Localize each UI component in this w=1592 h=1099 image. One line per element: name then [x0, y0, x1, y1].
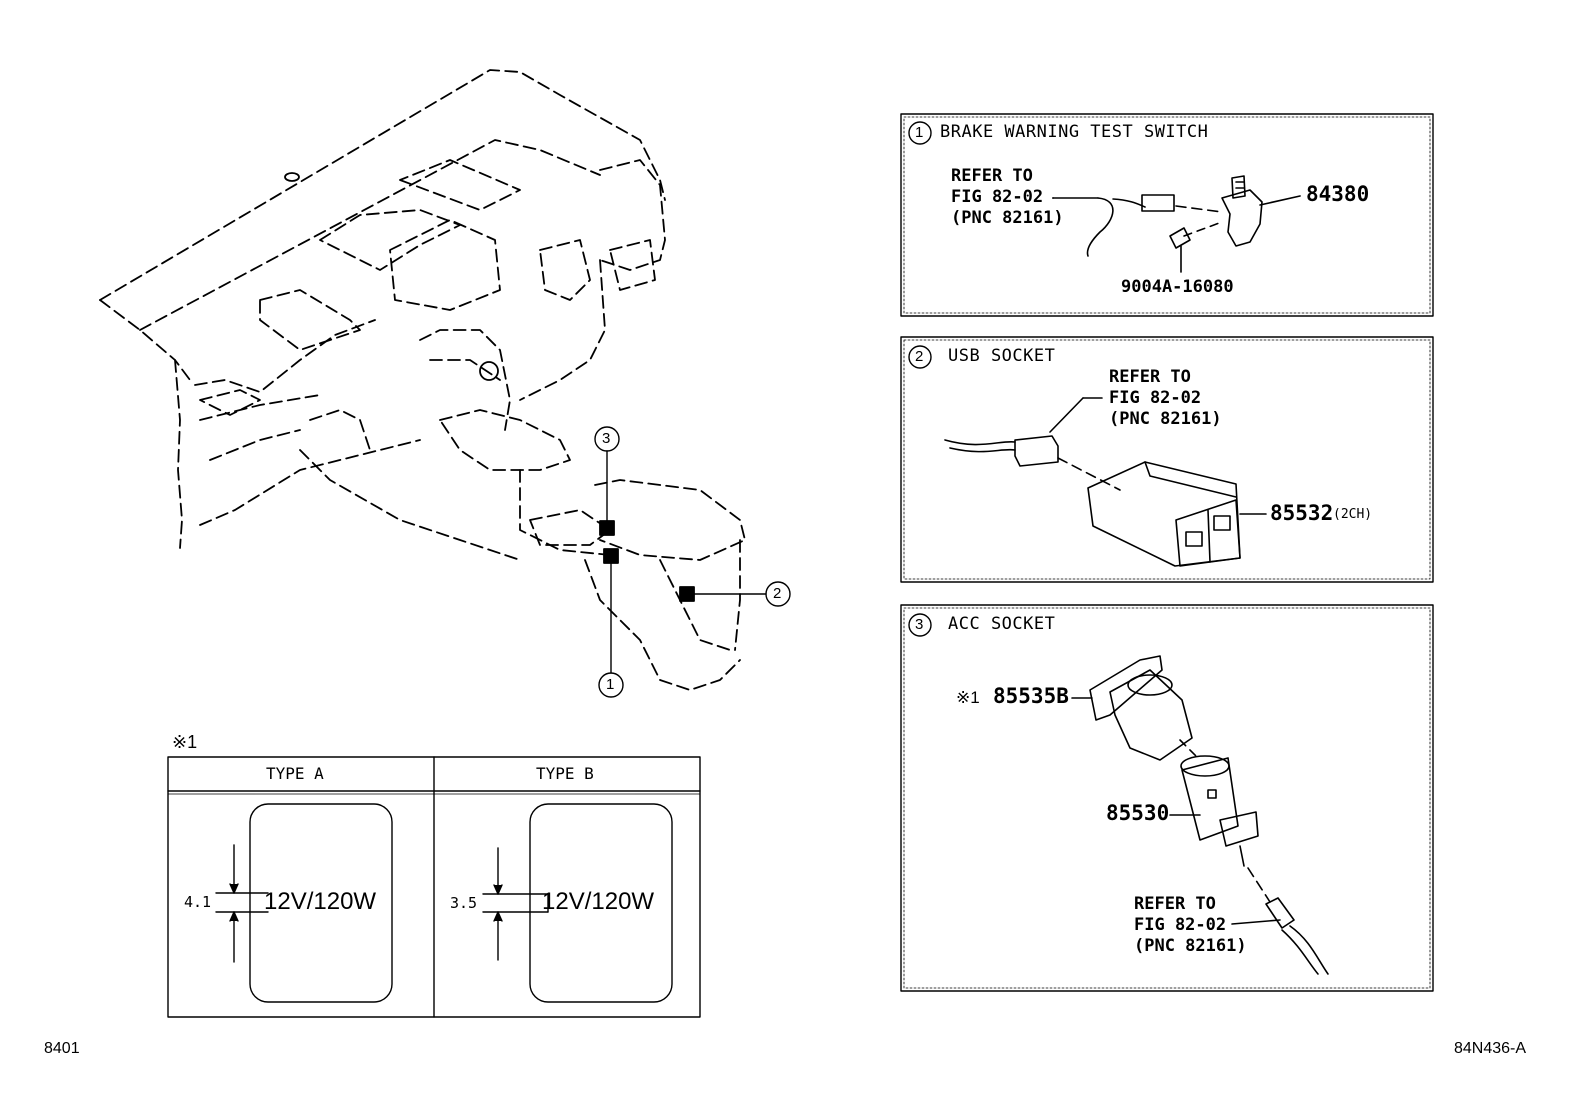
panel3-note-mark: ※1 [956, 688, 980, 707]
panel1-refer-line2: FIG 82-02 [951, 187, 1044, 207]
marker-circle-1 [598, 672, 624, 698]
panel2-title: USB SOCKET [948, 346, 1056, 366]
part-number-85535b: 85535B [993, 684, 1069, 708]
marker-label-1: 1 [606, 676, 615, 693]
brake-switch-drawing [1052, 175, 1301, 273]
marker-square-2 [679, 586, 695, 602]
panel2-number: 2 [915, 348, 924, 365]
panel1-number: 1 [915, 124, 924, 141]
footer-right-code: 84N436-A [1454, 1040, 1527, 1057]
type-a-dimension: 4.1 [184, 893, 212, 911]
panel2-refer-line2: FIG 82-02 [1109, 388, 1202, 408]
marker-label-2: 2 [773, 585, 782, 602]
panel3-refer-line3: (PNC 82161) [1134, 936, 1247, 956]
part-suffix-2ch: (2CH) [1333, 507, 1373, 522]
marker-square-1 [603, 548, 619, 564]
type-table [167, 756, 701, 1018]
note-mark: ※1 [172, 732, 198, 752]
marker-circle-2 [765, 581, 791, 607]
panel1-refer-line3: (PNC 82161) [951, 208, 1064, 228]
type-b-label: 12V/120W [542, 888, 655, 915]
marker-circle-3 [594, 426, 620, 452]
panel2-refer-line3: (PNC 82161) [1109, 409, 1222, 429]
part-number-9004a-16080: 9004A-16080 [1121, 277, 1234, 297]
panel2-refer-line1: REFER TO [1109, 367, 1191, 387]
type-a-label: 12V/120W [264, 888, 377, 915]
panel3-number: 3 [915, 616, 924, 633]
part-number-85530: 85530 [1106, 801, 1170, 825]
usb-socket-drawing [944, 397, 1267, 567]
footer-left-code: 8401 [44, 1040, 80, 1057]
part-number-85532: 85532 [1270, 501, 1334, 525]
part-number-84380: 84380 [1306, 182, 1370, 206]
panel3-refer-line1: REFER TO [1134, 894, 1216, 914]
type-b-head: TYPE B [536, 764, 594, 783]
panel3-title: ACC SOCKET [948, 614, 1056, 634]
acc-socket-drawing [1071, 655, 1329, 975]
panel-hole [284, 172, 300, 182]
panel1-title: BRAKE WARNING TEST SWITCH [940, 122, 1209, 142]
panel1-refer-line1: REFER TO [951, 166, 1033, 186]
panel1-frame [900, 113, 1434, 317]
marker-label-3: 3 [602, 430, 611, 447]
console-knob [479, 361, 499, 381]
type-b-dimension: 3.5 [450, 894, 478, 912]
panel3-frame [900, 604, 1434, 992]
marker-square-3 [599, 520, 615, 536]
type-a-head: TYPE A [266, 764, 324, 783]
panel2-frame [900, 336, 1434, 583]
panel3-refer-line2: FIG 82-02 [1134, 915, 1227, 935]
instrument-panel-drawing [99, 69, 746, 691]
